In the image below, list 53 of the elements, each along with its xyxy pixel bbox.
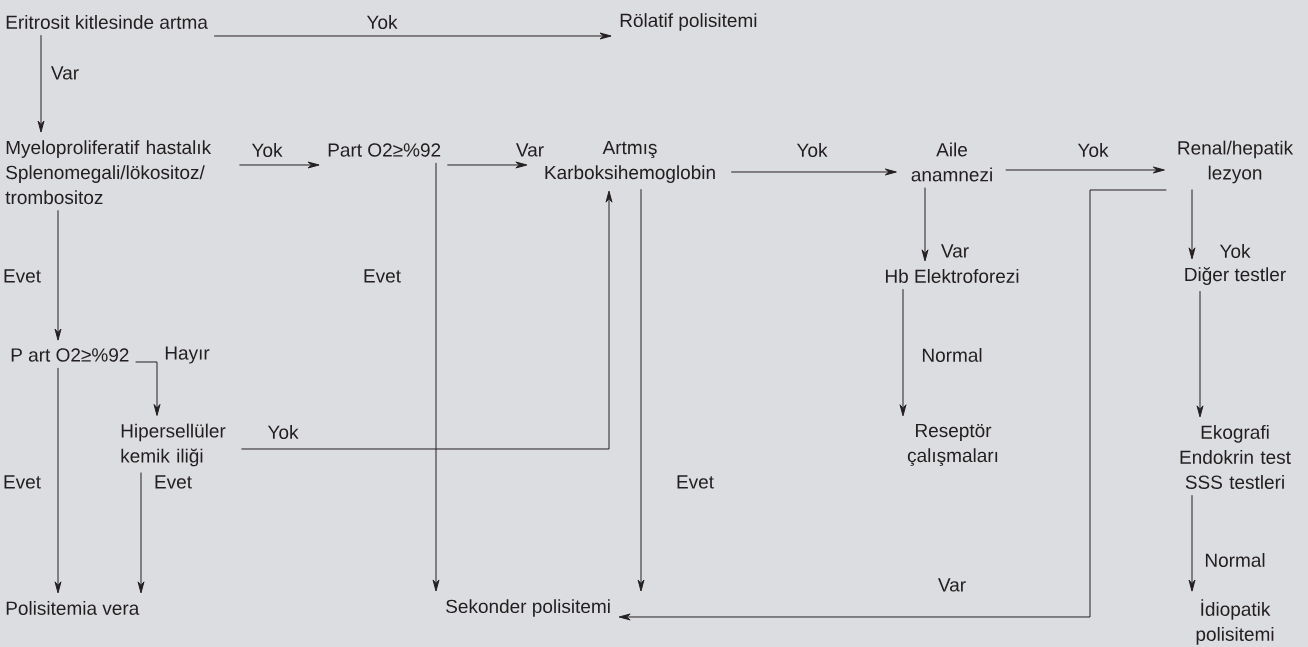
step-text: Renal/hepatik lezyon	[1178, 140, 1294, 184]
edge-label: Yok	[1076, 142, 1110, 158]
step-text: Polisitemia vera	[6, 601, 140, 615]
edge-label: Evet	[2, 268, 42, 284]
edge-label: Var	[936, 577, 968, 593]
edge-label: Var	[49, 65, 81, 81]
arrow	[238, 161, 320, 169]
arrow	[37, 34, 45, 133]
arrow	[54, 209, 62, 341]
edge-label: Evet	[2, 474, 42, 490]
step-text: İdiopatik polisitemi	[1196, 599, 1274, 645]
step-text: Artmış Karboksihemoglobin	[545, 141, 715, 183]
edge-label: Yok	[1218, 243, 1252, 259]
arrow	[921, 187, 929, 262]
edge-label: Yok	[365, 14, 399, 30]
arrow	[137, 472, 145, 594]
step-text: Hb Elektroforezi	[886, 269, 1019, 283]
step-text: Reseptör çalışmaları	[907, 423, 998, 467]
arrow	[54, 367, 62, 594]
edge-label: Hayır	[163, 345, 211, 365]
arrow	[637, 188, 645, 592]
step-text: Eritrosit kitlesinde artma	[6, 15, 208, 29]
edge-label: Evet	[675, 474, 715, 490]
arrow	[432, 162, 440, 592]
arrow	[213, 32, 612, 40]
step-text: Rölatif polisitemi	[620, 13, 757, 31]
step-text: Hipersellüler kemik iliği	[121, 423, 226, 467]
arrow	[1005, 166, 1165, 174]
step-text: Aile anamnezi	[911, 142, 992, 182]
arrow	[730, 168, 897, 176]
step-text: Diğer testler	[1185, 267, 1286, 285]
edge-label: Normal	[920, 347, 984, 363]
step-text: Part O2≥%92	[328, 143, 441, 157]
edge-label: Yok	[795, 142, 829, 158]
arrow	[618, 189, 1167, 621]
arrow	[1188, 189, 1196, 260]
arrow	[899, 288, 907, 417]
arrow	[240, 190, 613, 450]
step-text: Ekografi Endokrin test SSS testleri	[1180, 425, 1291, 489]
step-text: Myeloproliferatif hastalık Splenomegali/lökositoz/ trombositoz	[5, 140, 212, 205]
arrow	[135, 361, 161, 416]
step-text: P art O2≥%92	[11, 348, 129, 362]
edge-label: Yok	[266, 424, 300, 440]
edge-label: Evet	[362, 268, 402, 284]
edge-label: Normal	[1203, 552, 1267, 568]
edge-label: Evet	[153, 474, 193, 490]
arrow	[446, 161, 528, 169]
edge-label: Var	[939, 243, 971, 259]
edge-label: Var	[514, 142, 546, 158]
step-text: Sekonder polisitemi	[446, 599, 610, 617]
arrow	[1188, 494, 1196, 592]
arrow	[1196, 290, 1204, 418]
edge-label: Yok	[250, 142, 284, 158]
